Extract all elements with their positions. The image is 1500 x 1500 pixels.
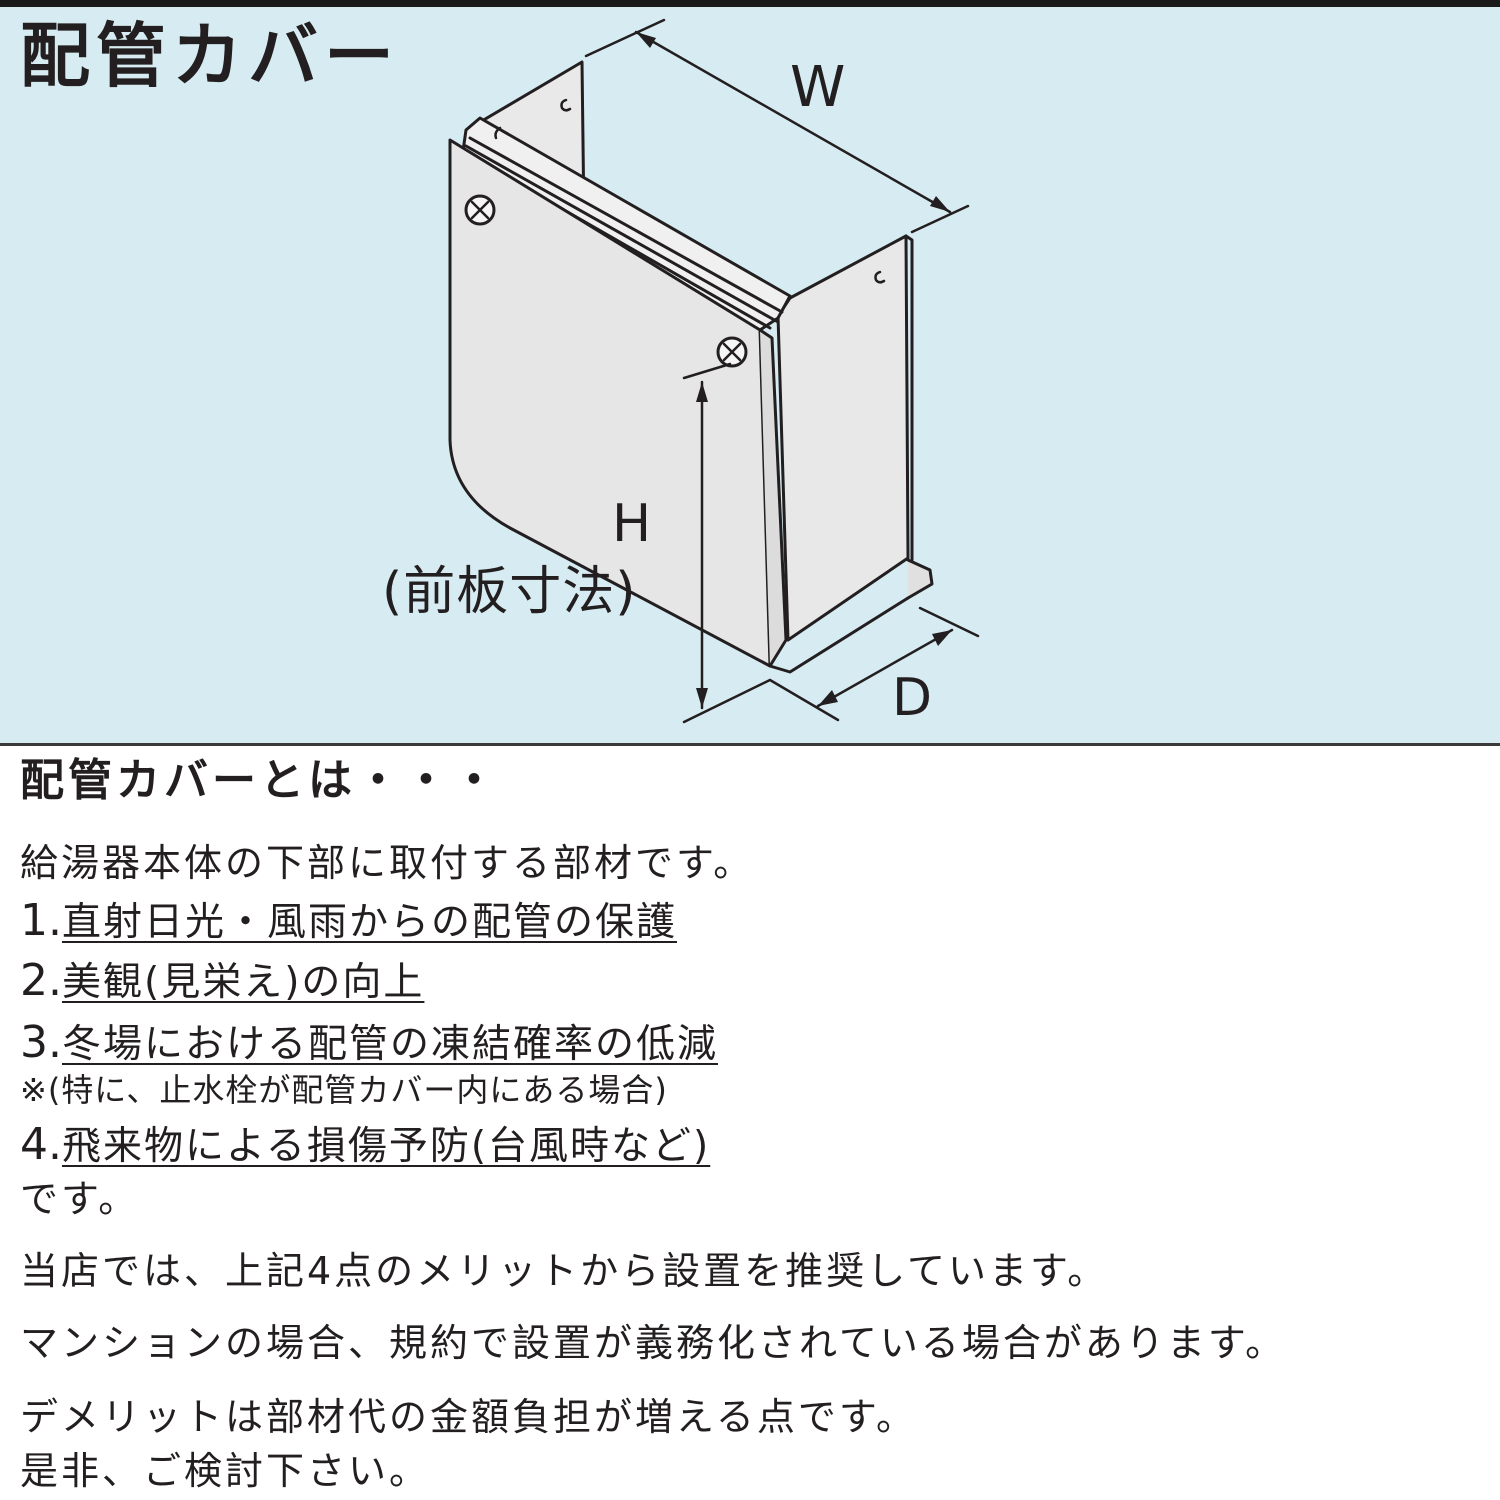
pipe-cover-diagram xyxy=(448,18,980,724)
benefit-text: 直射日光・風雨からの配管の保護 xyxy=(61,900,677,945)
depth-dimension-label: D xyxy=(892,668,933,728)
section-heading: 配管カバーとは・・・ xyxy=(20,755,500,806)
benefit-item-4: 4.飛来物による損傷予防(台風時など) xyxy=(20,1119,711,1171)
front-panel xyxy=(448,138,772,668)
benefit-text: 美観(見栄え)の向上 xyxy=(61,960,425,1005)
bottom-foot xyxy=(906,558,934,600)
benefit-note: ※(特に、止水栓が配管カバー内にある場合) xyxy=(20,1071,668,1109)
benefit-number: 4. xyxy=(20,1119,62,1170)
benefit-item-3: 3.冬場における配管の凍結確率の低減 xyxy=(20,1017,718,1069)
width-dimension-label: W xyxy=(790,55,846,120)
page-title: 配管カバー xyxy=(20,15,400,97)
right-side-panel xyxy=(776,234,910,642)
height-dimension-label: H xyxy=(612,494,652,554)
list-tail-text: です。 xyxy=(20,1177,140,1221)
benefit-text: 冬場における配管の凍結確率の低減 xyxy=(61,1022,718,1067)
benefit-text: 飛来物による損傷予防(台風時など) xyxy=(61,1124,711,1169)
front-panel-size-note: (前板寸法) xyxy=(382,562,637,622)
benefit-number: 3. xyxy=(20,1017,62,1068)
benefit-item-2: 2.美観(見栄え)の向上 xyxy=(20,955,425,1007)
benefit-number: 1. xyxy=(20,895,62,946)
paragraph-condominium: マンションの場合、規約で設置が義務化されている場合があります。 xyxy=(20,1321,1287,1365)
paragraph-demerit: デメリットは部材代の金額負担が増える点です。 xyxy=(20,1395,918,1439)
intro-text: 給湯器本体の下部に取付する部材です。 xyxy=(20,841,755,885)
paragraph-closing: 是非、ご検討下さい。 xyxy=(20,1449,431,1493)
benefit-number: 2. xyxy=(20,955,62,1006)
paragraph-recommendation: 当店では、上記4点のメリットから設置を推奨しています。 xyxy=(20,1249,1109,1293)
benefit-item-1: 1.直射日光・風雨からの配管の保護 xyxy=(20,895,677,947)
